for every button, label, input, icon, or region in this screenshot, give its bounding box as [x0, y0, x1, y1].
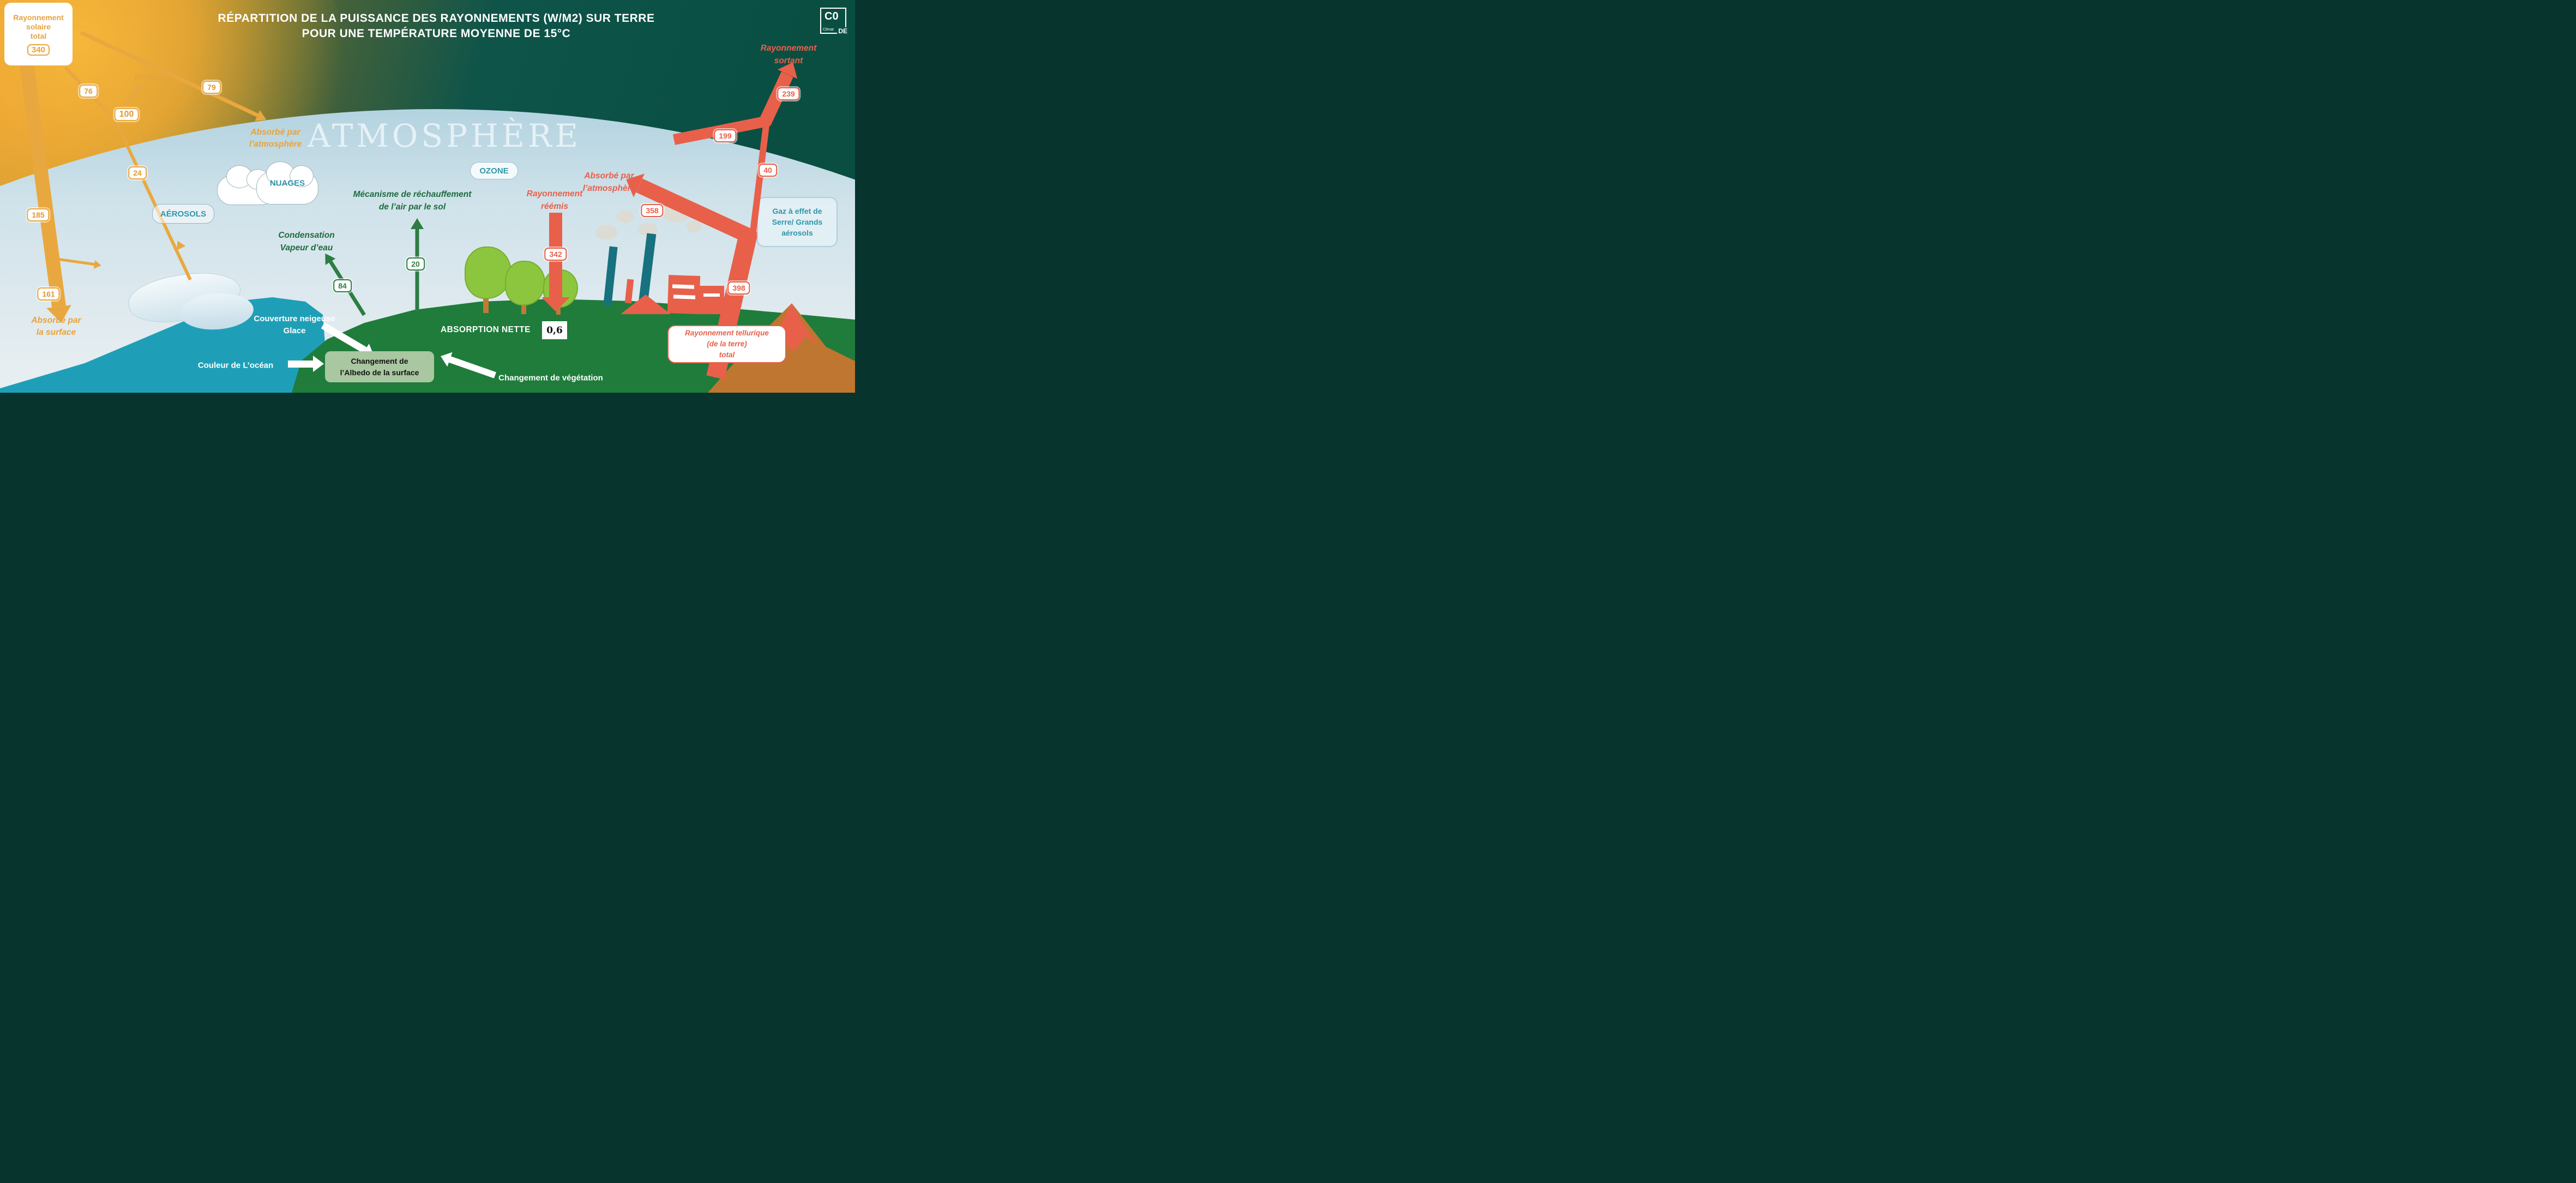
absorption-nette-label: ABSORPTION NETTE: [441, 325, 531, 334]
label-line: Vapeur d’eau: [280, 243, 333, 253]
ozone-pill: OZONE: [470, 162, 518, 179]
ocean-arrowhead-icon: [313, 356, 324, 372]
label-ocean: Couleur de L’océan: [197, 361, 274, 370]
flux-badge-199: 199: [714, 129, 737, 142]
label-line: Absorbé par: [250, 128, 300, 137]
flux-badge-76: 76: [79, 85, 98, 98]
flux-badge-20: 20: [406, 257, 425, 271]
label-line: l’atmosphère: [582, 184, 636, 193]
factory-building: [699, 286, 724, 314]
label-absorbe-surface: Absorbé par la surface: [31, 315, 81, 339]
sun-box-line: Rayonnement: [13, 13, 64, 22]
convection-arrowhead-icon: [411, 218, 424, 229]
label-line: Rayonnement: [760, 44, 817, 53]
ozone-label: OZONE: [479, 166, 509, 176]
label-line: la surface: [36, 328, 76, 337]
label-line: Absorbé par: [584, 171, 634, 181]
reemitted-arrowhead-icon: [541, 297, 570, 311]
label-line: Rayonnement: [526, 189, 583, 199]
factory-window: [672, 284, 695, 289]
tree-trunk: [556, 303, 561, 315]
label-line: total: [719, 351, 735, 359]
tree-icon: [465, 247, 511, 299]
atmosphere-watermark: ATMOSPHÈRE: [307, 117, 582, 154]
label-line: l’atmosphère: [249, 140, 302, 149]
ges-line: Gaz à effet de: [772, 207, 822, 215]
logo-main: C0: [824, 10, 839, 22]
label-sortant: Rayonnement sortant: [761, 42, 817, 67]
flux-badge-24: 24: [128, 166, 147, 179]
label-line: l’Albedo de la surface: [340, 368, 419, 377]
aerosols-label: AÉROSOLS: [160, 209, 207, 219]
sun-box-line: total: [30, 31, 47, 40]
smoke-icon: [595, 225, 617, 240]
flux-badge-342: 342: [544, 248, 567, 261]
page-title: RÉPARTITION DE LA PUISSANCE DES RAYONNEM…: [218, 11, 655, 41]
title-line2: POUR UNE TEMPÉRATURE MOYENNE DE 15°C: [302, 27, 571, 40]
label-mecanisme: Mécanisme de réchauffement de l’air par …: [353, 188, 472, 213]
aerosols-pill: AÉROSOLS: [152, 204, 214, 224]
label-line: Glace: [283, 326, 306, 335]
label-absorbe-atmosphere-solar: Absorbé par l’atmosphère: [249, 127, 302, 151]
label-line: sortant: [774, 56, 803, 65]
title-line1: RÉPARTITION DE LA PUISSANCE DES RAYONNEM…: [218, 12, 655, 25]
ges-line: aérosols: [781, 229, 813, 237]
tree-trunk: [483, 293, 489, 313]
cloud-icon: [290, 165, 314, 187]
label-reflechi: Réfléchi: [134, 73, 168, 82]
flux-badge-398: 398: [727, 281, 750, 295]
flux-badge-40: 40: [759, 164, 777, 177]
label-condensation: Condensation Vapeur d’eau: [278, 229, 334, 254]
albedo-box: Changement de l’Albedo de la surface: [325, 351, 434, 382]
flux-badge-84: 84: [333, 279, 352, 292]
logo-climat: Climat: [823, 28, 834, 32]
factory-window: [703, 293, 720, 297]
label-line: Rayonnement tellurique: [685, 329, 769, 337]
label-line: de l’air par le sol: [378, 202, 446, 212]
sun-box-line: solaire: [26, 22, 51, 31]
flux-badge-161: 161: [37, 287, 60, 301]
label-line: réémis: [541, 202, 568, 211]
factory-window: [673, 295, 696, 299]
label-line: Absorbé par: [31, 316, 81, 325]
sun-box: Rayonnement solaire total 340: [4, 3, 73, 65]
solar-branch-arrowhead-icon: [93, 260, 102, 270]
smoke-icon: [686, 220, 702, 232]
label-line: Couverture neigeuse: [254, 314, 335, 323]
ges-line: Serre/ Grands: [772, 218, 823, 226]
flux-badge-79: 79: [202, 81, 221, 94]
label-line: Mécanisme de réchauffement: [353, 190, 472, 199]
label-vegetation: Changement de végétation: [498, 373, 603, 383]
tree-icon: [505, 261, 545, 305]
label-line: (de la terre): [707, 340, 747, 348]
logo-de: DE: [837, 27, 848, 35]
label-absorbe-atmosphere-ir: Absorbé par l’atmosphère: [583, 170, 635, 195]
flux-badge-239: 239: [777, 87, 800, 100]
flux-badge-185: 185: [27, 208, 50, 221]
flux-badge-100: 100: [114, 108, 139, 121]
tree-trunk: [521, 300, 526, 314]
ges-box: Gaz à effet de Serre/ Grands aérosols: [757, 197, 838, 247]
infographic-canvas: ATMOSPHÈRE NUAGES: [0, 0, 855, 393]
tellurique-box: Rayonnement tellurique (de la terre) tot…: [667, 325, 786, 363]
label-line: Condensation: [278, 231, 335, 240]
label-couverture: Couverture neigeuse Glace: [254, 313, 335, 337]
absorption-nette-value-box: 0,6: [542, 321, 567, 339]
code-climat-logo: C0 Climat DE: [820, 8, 848, 35]
smoke-icon: [616, 211, 634, 223]
ocean-arrow: [288, 361, 313, 368]
flux-badge-340: 340: [27, 44, 50, 56]
flux-badge-358: 358: [641, 204, 664, 217]
factory-roof: [621, 295, 671, 314]
label-reemis: Rayonnement réémis: [527, 188, 583, 213]
label-line: Changement de: [351, 356, 408, 365]
clouds-label: NUAGES: [269, 178, 305, 188]
